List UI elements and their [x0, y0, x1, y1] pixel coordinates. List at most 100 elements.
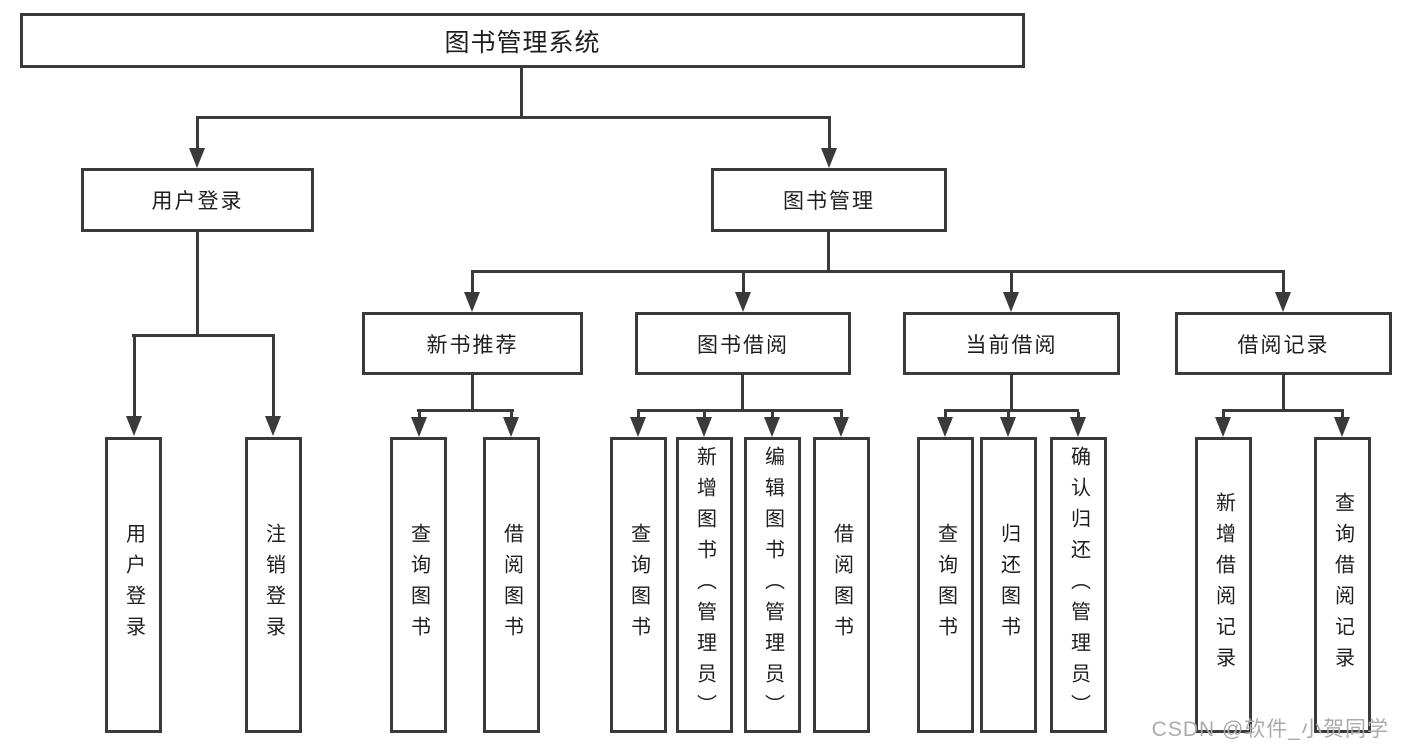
connector-book-management-stem: [827, 230, 830, 272]
arrow-shaft: [839, 412, 843, 417]
node-root: 图书管理系统: [20, 13, 1025, 68]
arrow-shaft: [1006, 412, 1010, 417]
arrow-to-records-add: [1215, 412, 1231, 437]
leaf-label: 归还图书: [997, 523, 1020, 647]
arrow-head-icon: [1275, 292, 1291, 312]
arrow-to-leaf-user-login: [126, 337, 142, 436]
connector-user-login-split: [132, 334, 275, 337]
node-book-management: 图书管理: [711, 168, 947, 232]
leaf-logout: 注销登录: [245, 437, 302, 733]
arrow-head-icon: [735, 292, 751, 312]
arrow-head-icon: [630, 417, 646, 437]
arrow-shaft: [271, 337, 275, 416]
arrow-to-leaf-logout: [265, 337, 281, 436]
connector-root-split: [196, 116, 831, 119]
arrow-shaft: [1281, 273, 1285, 292]
arrow-to-user-login: [189, 119, 205, 168]
arrow-head-icon: [833, 417, 849, 437]
leaf-label: 确认归还（管理员）: [1067, 445, 1090, 725]
arrow-shaft: [636, 412, 640, 417]
arrow-shaft: [470, 273, 474, 292]
connector-book-management-split: [471, 270, 1285, 273]
arrow-head-icon: [126, 416, 142, 436]
arrow-to-current-return: [1000, 412, 1016, 437]
arrow-shaft: [1076, 412, 1080, 417]
arrow-to-book-management: [821, 119, 837, 168]
leaf-label: 查询借阅记录: [1331, 492, 1354, 678]
arrow-to-borrow-query: [630, 412, 646, 437]
connector-root-stem: [520, 66, 523, 118]
arrow-head-icon: [1070, 417, 1086, 437]
arrow-shaft: [195, 119, 199, 148]
arrow-to-borrow-records: [1275, 273, 1291, 312]
arrow-head-icon: [265, 416, 281, 436]
arrow-to-newbook-query: [411, 412, 427, 437]
arrow-head-icon: [189, 148, 205, 168]
connector-user-login-stem: [196, 230, 199, 336]
leaf-label: 查询图书: [407, 523, 430, 647]
arrow-to-borrow-edit: [764, 412, 780, 437]
node-borrow-records: 借阅记录: [1175, 312, 1392, 375]
watermark: CSDN @软件_小贺同学: [1151, 718, 1389, 741]
arrow-head-icon: [1334, 417, 1350, 437]
arrow-head-icon: [503, 417, 519, 437]
leaf-bookborrow-edit-books-admin: 编辑图书（管理员）: [744, 437, 801, 733]
arrow-to-current-borrow: [1003, 273, 1019, 312]
leaf-bookborrow-add-books-admin: 新增图书（管理员）: [676, 437, 733, 733]
arrow-to-records-query: [1334, 412, 1350, 437]
arrow-shaft: [741, 273, 745, 292]
arrow-head-icon: [1215, 417, 1231, 437]
node-current-borrow: 当前借阅: [903, 312, 1120, 375]
leaf-label: 新增借阅记录: [1212, 492, 1235, 678]
arrow-to-borrow-borrow: [833, 412, 849, 437]
arrow-head-icon: [821, 148, 837, 168]
arrow-shaft: [1221, 412, 1225, 417]
connector-borrow-records-stem: [1282, 373, 1285, 411]
leaf-user-login: 用户登录: [105, 437, 162, 733]
arrow-shaft: [1340, 412, 1344, 417]
arrow-to-book-borrow: [735, 273, 751, 312]
connector-book-borrow-split: [637, 409, 843, 412]
arrow-to-new-book: [464, 273, 480, 312]
leaf-label: 查询图书: [934, 523, 957, 647]
leaf-newbook-borrow-books: 借阅图书: [483, 437, 540, 733]
connector-new-book-split: [417, 409, 514, 412]
arrow-to-current-query: [937, 412, 953, 437]
leaf-label: 查询图书: [627, 523, 650, 647]
arrow-shaft: [827, 119, 831, 148]
arrow-shaft: [132, 337, 136, 416]
node-new-book-recommend: 新书推荐: [362, 312, 583, 375]
arrow-head-icon: [1000, 417, 1016, 437]
arrow-to-borrow-add: [696, 412, 712, 437]
leaf-bookborrow-borrow-books: 借阅图书: [813, 437, 870, 733]
connector-new-book-stem: [471, 373, 474, 411]
leaf-label: 借阅图书: [500, 523, 523, 647]
node-book-borrow: 图书借阅: [635, 312, 851, 375]
leaf-label: 注销登录: [262, 523, 285, 647]
leaf-bookborrow-query-books: 查询图书: [610, 437, 667, 733]
arrow-head-icon: [937, 417, 953, 437]
arrow-head-icon: [696, 417, 712, 437]
leaf-label: 编辑图书（管理员）: [761, 445, 784, 725]
leaf-newbook-query-books: 查询图书: [390, 437, 447, 733]
node-user-login: 用户登录: [81, 168, 314, 232]
arrow-head-icon: [411, 417, 427, 437]
connector-book-borrow-stem: [741, 373, 744, 411]
arrow-shaft: [417, 412, 421, 417]
leaf-current-query-books: 查询图书: [917, 437, 974, 733]
leaf-records-query-record: 查询借阅记录: [1314, 437, 1371, 733]
arrow-to-current-confirm: [1070, 412, 1086, 437]
arrow-shaft: [1009, 273, 1013, 292]
connector-current-borrow-split: [944, 409, 1079, 412]
arrow-head-icon: [1003, 292, 1019, 312]
arrow-head-icon: [764, 417, 780, 437]
arrow-shaft: [509, 412, 513, 417]
leaf-label: 借阅图书: [830, 523, 853, 647]
leaf-current-return-books: 归还图书: [980, 437, 1037, 733]
arrow-to-newbook-borrow: [503, 412, 519, 437]
leaf-records-add-record: 新增借阅记录: [1195, 437, 1252, 733]
leaf-label: 新增图书（管理员）: [693, 445, 716, 725]
arrow-shaft: [770, 412, 774, 417]
leaf-current-confirm-return-admin: 确认归还（管理员）: [1050, 437, 1107, 733]
